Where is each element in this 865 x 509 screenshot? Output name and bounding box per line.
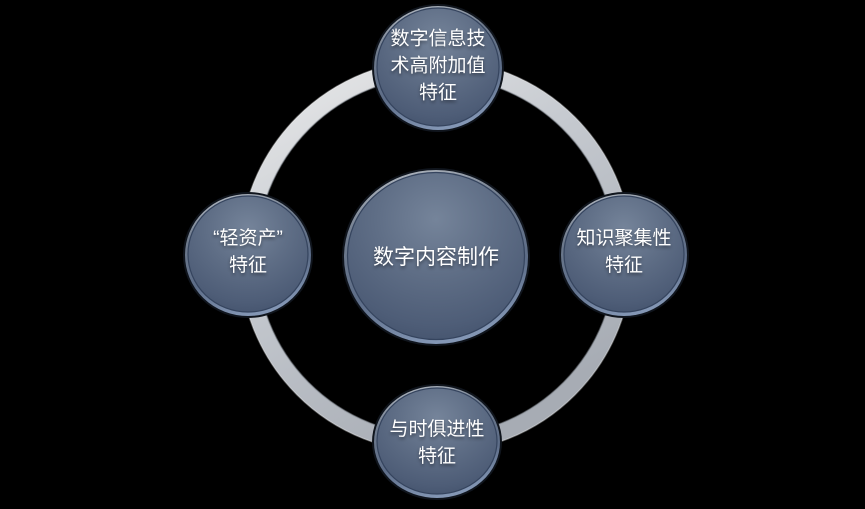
node-bottom-shape	[372, 384, 502, 500]
node-left-shape	[183, 192, 313, 318]
node-top-shape	[372, 4, 504, 132]
node-right-shape	[559, 192, 689, 318]
node-center-shape	[342, 168, 530, 346]
